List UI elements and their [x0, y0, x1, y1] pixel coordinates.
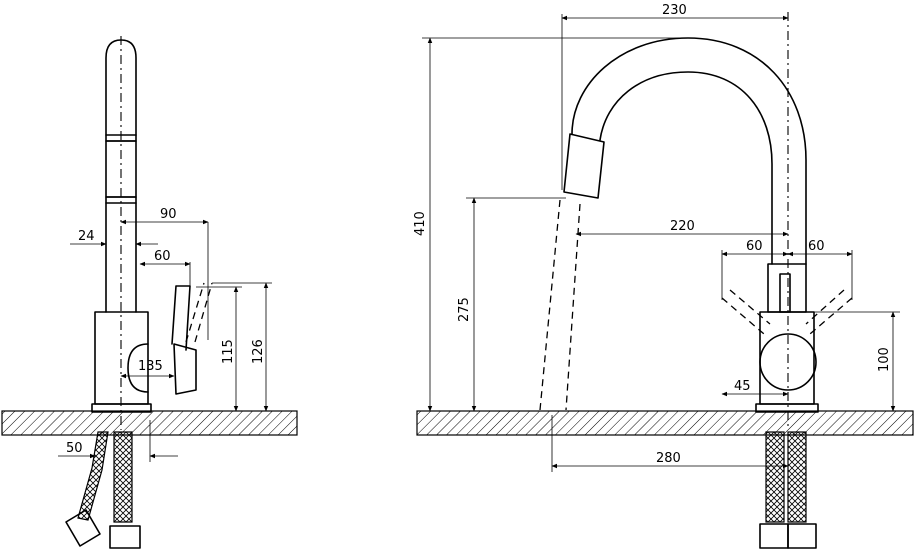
side-fitting-left: [65, 509, 101, 547]
side-hose-left: [77, 431, 109, 521]
dim-side-60: 60: [154, 249, 171, 264]
front-spout-outer: [571, 37, 807, 265]
dim-front-100: 100: [877, 347, 892, 372]
front-lever-rotation-right: [805, 289, 853, 335]
front-fitting-left: [759, 523, 789, 549]
side-handle-rotated: [194, 282, 213, 343]
side-hose-right: [113, 431, 133, 523]
front-aerator: [563, 133, 605, 199]
side-view: 90 24 60 135 115 126 50: [1, 36, 298, 549]
front-fitting-right: [787, 523, 817, 549]
front-lever-rotation-left: [721, 289, 771, 335]
side-fitting-right: [109, 525, 141, 549]
front-hose-left: [765, 431, 785, 523]
front-upper-body: [767, 263, 807, 313]
dim-side-135: 135: [138, 359, 163, 374]
front-base-flange: [755, 403, 819, 413]
dim-front-220: 220: [670, 219, 695, 234]
dim-front-280: 280: [656, 451, 681, 466]
dim-side-90: 90: [160, 207, 177, 222]
dim-front-410: 410: [413, 211, 428, 236]
dim-side-50: 50: [66, 441, 83, 456]
dim-front-60-left: 60: [746, 239, 763, 254]
dim-front-60-right: 60: [808, 239, 825, 254]
side-handle-knob: [127, 343, 149, 393]
dim-front-230: 230: [662, 3, 687, 18]
side-handle-stem: [171, 285, 191, 351]
dim-side-115: 115: [221, 339, 236, 364]
dim-side-24: 24: [78, 229, 95, 244]
dim-front-45: 45: [734, 379, 751, 394]
dim-front-275: 275: [457, 297, 472, 322]
countertop-front: [416, 410, 914, 436]
front-hose-right: [787, 431, 807, 523]
front-view: 230 410 275 220 60 60 100 45 280: [413, 3, 914, 549]
countertop-side: [1, 410, 298, 436]
dim-side-126: 126: [251, 339, 266, 364]
water-stream-left: [539, 199, 561, 411]
front-handle-knob: [759, 333, 817, 391]
water-stream-right: [565, 203, 581, 411]
side-handle-lever: [173, 343, 197, 395]
front-spout-inner: [599, 71, 773, 265]
side-spout-neck: [105, 202, 137, 313]
